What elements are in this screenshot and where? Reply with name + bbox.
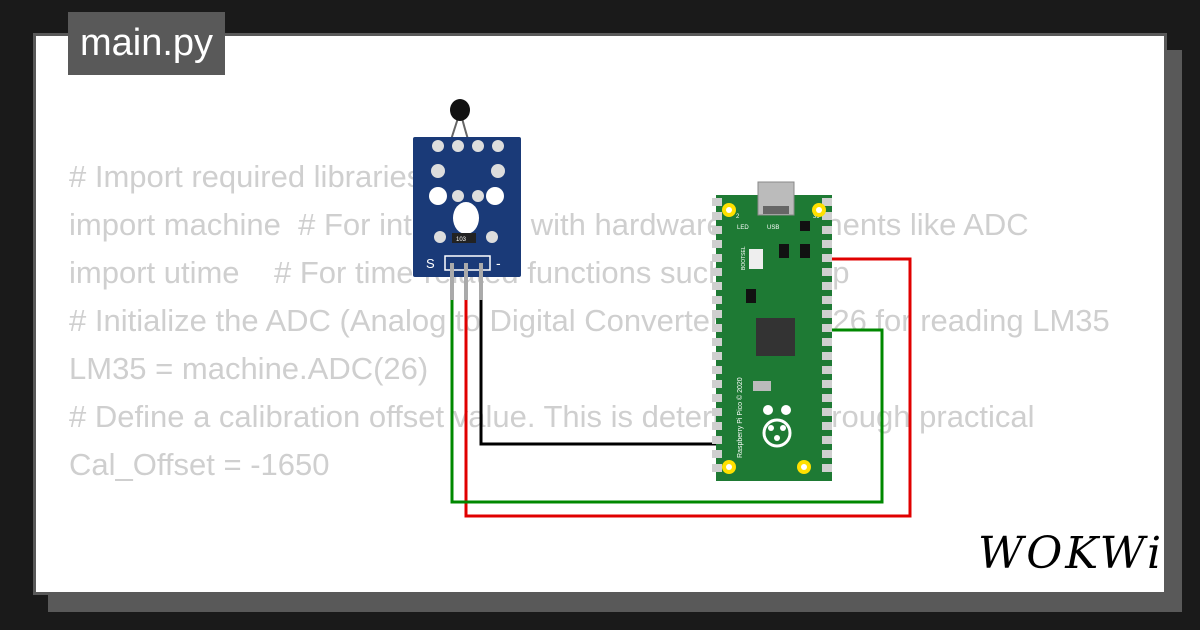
- pin-number-39: 39: [813, 214, 820, 220]
- header-pin: [822, 380, 832, 388]
- header-pin: [822, 436, 832, 444]
- resistor: [452, 233, 476, 243]
- rp2040-chip: [756, 318, 795, 356]
- header-pin: [822, 198, 832, 206]
- header-pin: [712, 338, 722, 346]
- header-pin: [822, 352, 832, 360]
- header-pin: [822, 338, 832, 346]
- header-pin: [822, 296, 832, 304]
- header-pin: [712, 226, 722, 234]
- header-pin: [712, 254, 722, 262]
- resistor-label: 103: [456, 237, 467, 243]
- pico-pin-headers: [712, 198, 832, 472]
- code-line: # Initialize the ADC (Analog to Digital …: [69, 303, 1110, 338]
- header-pin: [712, 366, 722, 374]
- header-pin: [822, 464, 832, 472]
- file-tab[interactable]: main.py: [68, 12, 226, 75]
- header-pin: [822, 408, 832, 416]
- pin-label-signal: S: [426, 256, 435, 271]
- header-pin: [712, 380, 722, 388]
- header-pin: [822, 422, 832, 430]
- header-pin: [822, 282, 832, 290]
- header-pin: [712, 422, 722, 430]
- code-line: # Import required libraries: [69, 159, 423, 194]
- code-line: LM35 = machine.ADC(26): [69, 351, 429, 386]
- header-pin: [822, 240, 832, 248]
- header-pin: [712, 212, 722, 220]
- header-pin: [712, 408, 722, 416]
- header-pin: [712, 296, 722, 304]
- header-pin: [822, 366, 832, 374]
- header-pin: [712, 436, 722, 444]
- raspberry-logo-icon: [762, 405, 792, 448]
- code-line: Cal_Offset = -1650: [69, 447, 330, 482]
- thermistor-module: 103 S -: [413, 99, 521, 300]
- vcc-wire: [464, 257, 912, 518]
- board-label: Raspberry Pi Pico © 2020: [736, 377, 744, 458]
- pin-label-ground: -: [496, 255, 501, 271]
- header-pin: [712, 310, 722, 318]
- header-pin: [822, 268, 832, 276]
- header-pin: [822, 212, 832, 220]
- header-pin: [822, 226, 832, 234]
- bootsel-button: [749, 249, 763, 269]
- header-pin: [822, 450, 832, 458]
- header-pin: [822, 310, 832, 318]
- header-pin: [822, 254, 832, 262]
- header-pin: [712, 352, 722, 360]
- header-pin: [712, 240, 722, 248]
- header-pin: [712, 394, 722, 402]
- thermistor-bead: [450, 99, 470, 121]
- gnd-wire: [450, 300, 884, 504]
- header-pin: [712, 450, 722, 458]
- header-pin: [712, 282, 722, 290]
- pico-board: 2 39 LED USB BOOTSEL Raspberry Pi Pico ©…: [712, 181, 832, 481]
- header-pin: [712, 464, 722, 472]
- pin-number-2: 2: [736, 214, 740, 220]
- header-pin: [712, 324, 722, 332]
- header-pin: [822, 324, 832, 332]
- led-label: LED: [737, 225, 749, 231]
- signal-wire: [479, 300, 722, 446]
- header-pin: [822, 394, 832, 402]
- bootsel-label: BOOTSEL: [741, 246, 747, 270]
- header-pin: [712, 268, 722, 276]
- usb-label: USB: [767, 225, 779, 231]
- wokwi-logo: WOKWi: [978, 528, 1165, 579]
- header-pin: [712, 198, 722, 206]
